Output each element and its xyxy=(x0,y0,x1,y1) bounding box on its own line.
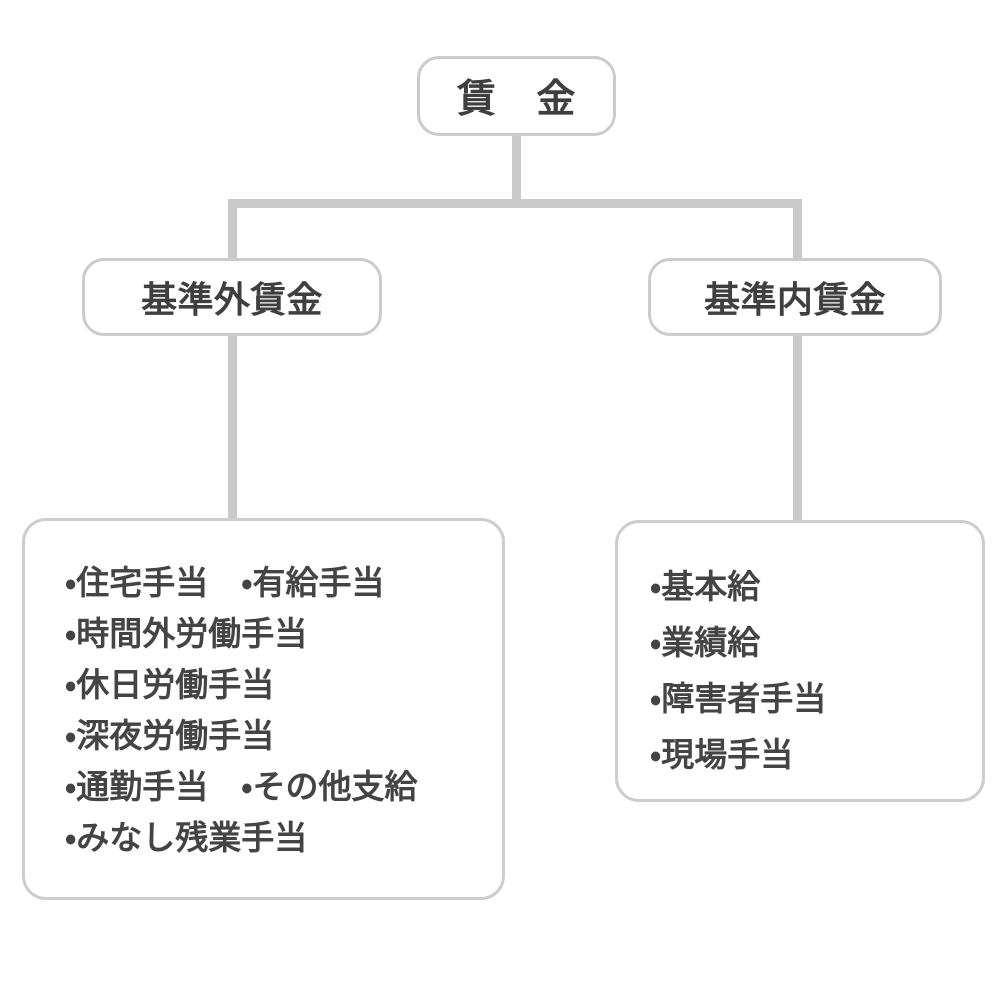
connector-horizontal-bus xyxy=(232,199,802,208)
list-item: ・みなし残業手当 xyxy=(65,818,308,857)
list-item: ・通勤手当 ・その他支給 xyxy=(65,767,418,806)
list-item: ・基本給 xyxy=(650,567,761,606)
list-item: ・住宅手当 ・有給手当 xyxy=(65,563,385,602)
node-branch-non-standard-wage: 基準外賃金 xyxy=(82,258,382,336)
list-item: ・休日労働手当 xyxy=(65,665,275,704)
connector-right-branch-to-list xyxy=(793,333,802,523)
list-item: ・業績給 xyxy=(650,623,761,662)
list-item: ・時間外労働手当 xyxy=(65,614,308,653)
connector-branch-left-drop xyxy=(228,199,237,261)
list-item: ・深夜労働手当 xyxy=(65,716,275,755)
list-box-standard-wage: ・基本給 ・業績給 ・障害者手当 ・現場手当 xyxy=(615,520,985,802)
node-root-wage: 賃 金 xyxy=(417,56,616,136)
node-branch-standard-wage: 基準内賃金 xyxy=(648,258,942,336)
node-root-label: 賃 金 xyxy=(456,77,577,122)
node-branch-standard-wage-label: 基準内賃金 xyxy=(704,280,886,321)
list-item: ・障害者手当 xyxy=(650,679,827,718)
list-standard-wage: ・基本給 ・業績給 ・障害者手当 ・現場手当 xyxy=(650,559,982,783)
list-box-non-standard-wage: ・住宅手当 ・有給手当 ・時間外労働手当 ・休日労働手当 ・深夜労働手当 ・通勤… xyxy=(22,518,505,900)
connector-branch-right-drop xyxy=(793,199,802,261)
connector-root-stem xyxy=(512,134,521,204)
connector-left-branch-to-list xyxy=(228,333,237,523)
list-item: ・現場手当 xyxy=(650,735,794,774)
list-non-standard-wage: ・住宅手当 ・有給手当 ・時間外労働手当 ・休日労働手当 ・深夜労働手当 ・通勤… xyxy=(65,557,502,863)
node-branch-non-standard-wage-label: 基準外賃金 xyxy=(141,280,323,321)
